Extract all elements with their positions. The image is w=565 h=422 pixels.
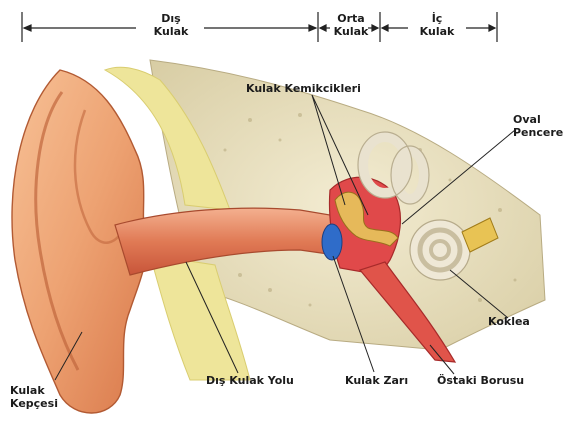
ear-canal-label: Dış Kulak Yolu bbox=[206, 374, 294, 387]
eustachian-tube-label: Östaki Borusu bbox=[437, 374, 524, 387]
cochlea-shape bbox=[410, 220, 470, 280]
pinna-label: Kulak Kepçesi bbox=[10, 384, 58, 410]
inner-ear-heading: İç Kulak bbox=[408, 12, 466, 38]
eardrum-shape bbox=[322, 224, 342, 260]
outer-ear-heading: Dış Kulak bbox=[138, 12, 204, 38]
middle-ear-heading: Orta Kulak bbox=[326, 12, 376, 38]
cochlea-label: Koklea bbox=[488, 315, 530, 328]
eardrum-label: Kulak Zarı bbox=[345, 374, 408, 387]
ossicles-label: Kulak Kemikcikleri bbox=[246, 82, 361, 95]
oval-window-label: Oval Pencere bbox=[513, 113, 563, 139]
